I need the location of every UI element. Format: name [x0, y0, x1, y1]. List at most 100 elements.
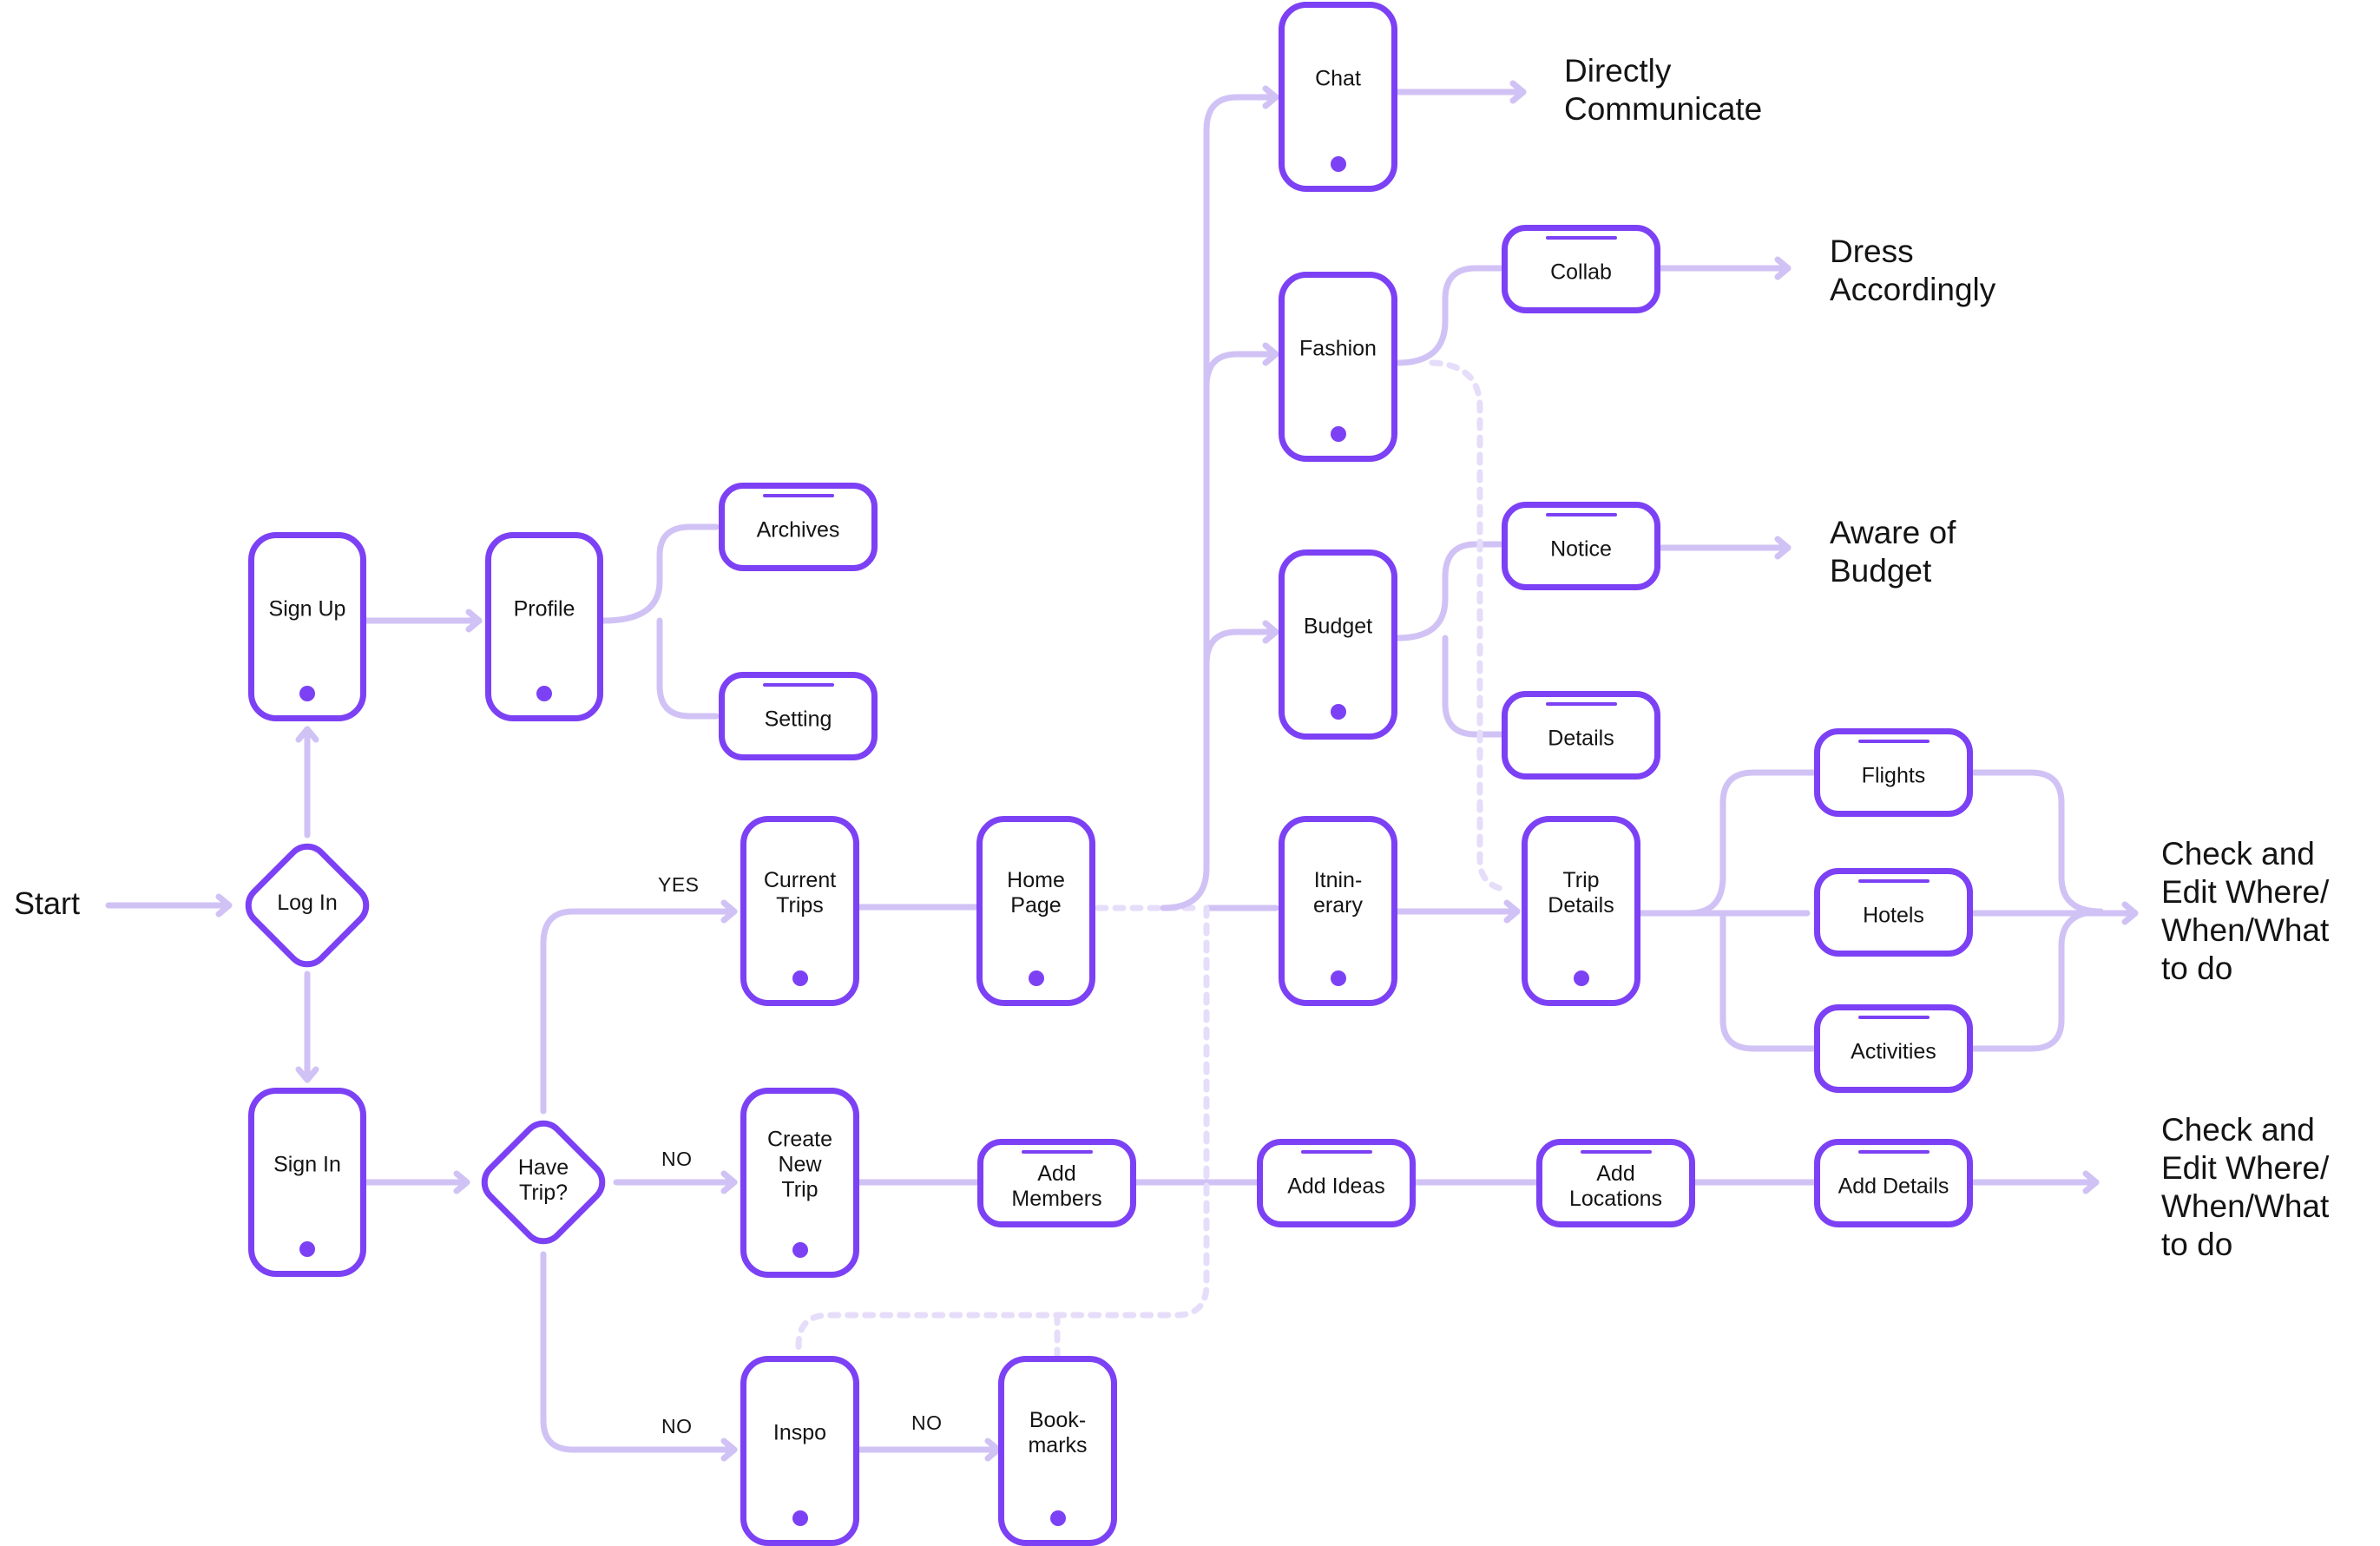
- signup-screen[interactable]: Sign Up: [248, 532, 366, 721]
- screen-indicator-dot: [792, 1242, 808, 1258]
- card-header-bar: [1857, 1016, 1930, 1019]
- fashion-screen[interactable]: Fashion: [1279, 272, 1397, 462]
- arrowhead: [720, 1437, 738, 1462]
- add-locations-card[interactable]: Add Locations: [1536, 1139, 1695, 1227]
- card-header-bar: [762, 494, 834, 497]
- dotted-connector-fashion-tripdetails: [1429, 359, 1509, 893]
- arrowhead: [1774, 536, 1792, 560]
- create-new-trip-screen-label: Create New Trip: [766, 1127, 833, 1202]
- chat-screen[interactable]: Chat: [1279, 2, 1397, 192]
- add-locations-card-label: Add Locations: [1568, 1161, 1663, 1211]
- details-card[interactable]: Details: [1502, 691, 1660, 780]
- add-details-card-label: Add Details: [1838, 1174, 1949, 1199]
- arrowhead: [1503, 899, 1521, 924]
- screen-indicator-dot: [1573, 970, 1589, 986]
- current-trips-screen[interactable]: Current Trips: [740, 816, 859, 1006]
- add-ideas-card-label: Add Ideas: [1287, 1174, 1385, 1199]
- login-decision-label: Log In: [277, 891, 338, 915]
- budget-screen-label: Budget: [1303, 614, 1373, 639]
- add-members-card[interactable]: Add Members: [977, 1139, 1136, 1227]
- home-page-screen[interactable]: Home Page: [976, 816, 1095, 1006]
- connector-flights-merge: [1969, 769, 2104, 915]
- archives-card[interactable]: Archives: [719, 483, 878, 571]
- collab-card-label: Collab: [1550, 260, 1612, 285]
- hotels-card[interactable]: Hotels: [1814, 868, 1973, 957]
- arrowhead: [295, 726, 319, 743]
- screen-indicator-dot: [1049, 1510, 1066, 1526]
- edge-label-yes: YES: [658, 873, 700, 896]
- add-ideas-card[interactable]: Add Ideas: [1257, 1139, 1416, 1227]
- screen-indicator-dot: [299, 1241, 315, 1257]
- activities-card-label: Activities: [1851, 1039, 1936, 1064]
- connector-activities-merge: [1969, 908, 2104, 1052]
- connector-havetrip-currenttrips: [540, 908, 738, 1115]
- archives-card-label: Archives: [756, 517, 840, 543]
- connector-profile-setting: [656, 617, 720, 720]
- inspo-screen-label: Inspo: [773, 1420, 827, 1445]
- arrowhead: [295, 1066, 319, 1083]
- profile-screen[interactable]: Profile: [485, 532, 603, 721]
- signin-screen[interactable]: Sign In: [248, 1088, 366, 1277]
- activities-card[interactable]: Activities: [1814, 1004, 1973, 1093]
- flights-card-label: Flights: [1861, 763, 1926, 788]
- screen-indicator-dot: [1330, 704, 1346, 720]
- arrowhead: [1262, 342, 1279, 366]
- chat-screen-label: Chat: [1315, 66, 1361, 91]
- notice-card[interactable]: Notice: [1502, 502, 1660, 590]
- card-header-bar: [1857, 1150, 1930, 1154]
- screen-indicator-dot: [299, 686, 315, 701]
- inspo-screen[interactable]: Inspo: [740, 1356, 859, 1546]
- budget-screen[interactable]: Budget: [1279, 549, 1397, 740]
- screen-indicator-dot: [536, 686, 552, 701]
- start-label: Start: [14, 885, 81, 921]
- outcome-check-bottom: Check and Edit Where/ When/What to do: [2161, 1112, 2330, 1262]
- connector-trunk-budget: [1203, 628, 1279, 668]
- outcome-dress: Dress Accordingly: [1830, 234, 1996, 307]
- screen-indicator-dot: [792, 970, 808, 986]
- setting-card[interactable]: Setting: [719, 672, 878, 760]
- arrowhead: [1262, 85, 1279, 109]
- current-trips-screen-label: Current Trips: [763, 868, 837, 918]
- card-header-bar: [1857, 740, 1930, 743]
- edge-label-no-create: NO: [661, 1148, 693, 1170]
- arrowhead: [1774, 256, 1792, 280]
- bookmarks-screen[interactable]: Book- marks: [998, 1356, 1117, 1546]
- signup-screen-label: Sign Up: [268, 596, 346, 622]
- bookmarks-screen-label: Book- marks: [1028, 1408, 1088, 1457]
- screen-indicator-dot: [1028, 970, 1044, 986]
- arrowhead: [2082, 1170, 2100, 1194]
- itinerary-screen[interactable]: Itnin- erary: [1279, 816, 1397, 1006]
- add-details-card[interactable]: Add Details: [1814, 1139, 1973, 1227]
- arrowhead: [720, 899, 738, 924]
- connector-fashion-collab: [1394, 265, 1505, 366]
- collab-card[interactable]: Collab: [1502, 225, 1660, 313]
- card-header-bar: [1021, 1150, 1093, 1154]
- flights-card[interactable]: Flights: [1814, 728, 1973, 817]
- connector-hub-activities: [1719, 910, 1818, 1052]
- connector-trunk-fashion: [1203, 351, 1279, 390]
- outcome-budget: Aware of Budget: [1830, 515, 1956, 589]
- hotels-card-label: Hotels: [1863, 903, 1924, 928]
- screen-indicator-dot: [792, 1510, 808, 1526]
- create-new-trip-screen[interactable]: Create New Trip: [740, 1088, 859, 1278]
- card-header-bar: [1857, 879, 1930, 883]
- arrowhead: [720, 1170, 738, 1194]
- card-header-bar: [1545, 513, 1617, 516]
- connector-budget-notice: [1394, 541, 1505, 641]
- profile-screen-label: Profile: [513, 596, 575, 622]
- dotted-connector-home-inspo: [795, 905, 1210, 1358]
- arrowhead: [1509, 80, 1527, 104]
- arrowhead: [453, 1170, 470, 1194]
- arrowhead: [2121, 901, 2139, 925]
- trip-details-screen[interactable]: Trip Details: [1522, 816, 1640, 1006]
- itinerary-screen-label: Itnin- erary: [1313, 868, 1363, 918]
- have-trip-decision-label: Have Trip?: [517, 1155, 569, 1205]
- card-header-bar: [762, 683, 834, 687]
- card-header-bar: [1580, 1150, 1652, 1154]
- connector-budget-details: [1442, 635, 1505, 738]
- card-header-bar: [1545, 236, 1617, 240]
- arrowhead: [1262, 620, 1279, 644]
- card-header-bar: [1300, 1150, 1372, 1154]
